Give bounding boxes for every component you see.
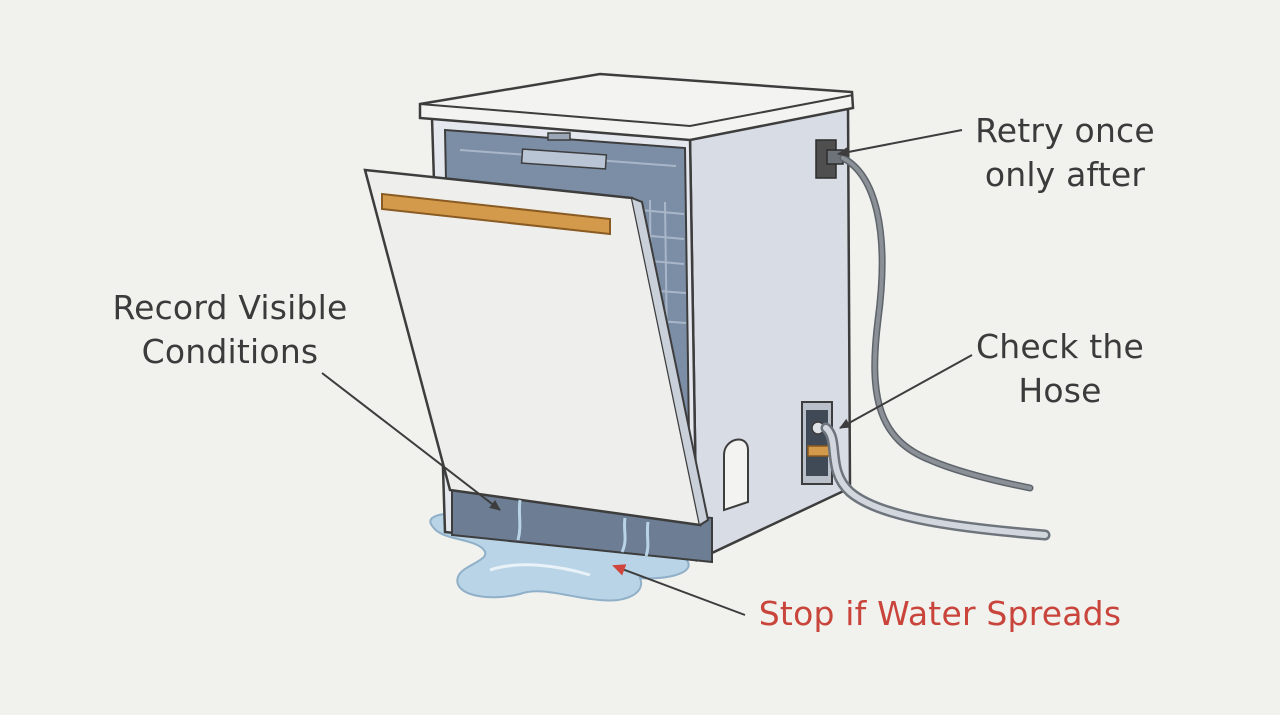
spray-arm: [520, 148, 608, 170]
water-highlight: [489, 563, 591, 577]
callout-retry-line1: Retry once: [975, 111, 1155, 150]
door-latch: [547, 132, 571, 141]
hose-panel-recess: [806, 410, 828, 476]
door-edge: [631, 197, 710, 526]
callout-stop-text: Stop if Water Spreads: [758, 594, 1122, 633]
door-handle: [381, 192, 611, 236]
callout-record-conditions: Record Visible Conditions: [90, 286, 370, 374]
callout-hose-line1: Check the: [976, 327, 1144, 366]
callout-retry-line2: only after: [984, 155, 1146, 194]
countertop-edge: [419, 94, 854, 128]
arrow-record: [321, 372, 501, 511]
countertop: [418, 72, 855, 142]
arrow-stop: [612, 564, 746, 616]
callout-retry: Retry once only after: [950, 109, 1180, 197]
water-drips: [516, 499, 650, 557]
power-cord: [839, 154, 1034, 492]
callout-hose-line2: Hose: [1018, 371, 1102, 410]
callout-record-line1: Record Visible: [112, 288, 348, 327]
callout-stop-water: Stop if Water Spreads: [735, 592, 1145, 636]
arrow-retry: [837, 129, 963, 158]
callout-record-line2: Conditions: [141, 332, 319, 371]
arrow-hose: [839, 354, 973, 429]
side-vent: [723, 438, 749, 512]
callout-check-hose: Check the Hose: [955, 325, 1165, 413]
